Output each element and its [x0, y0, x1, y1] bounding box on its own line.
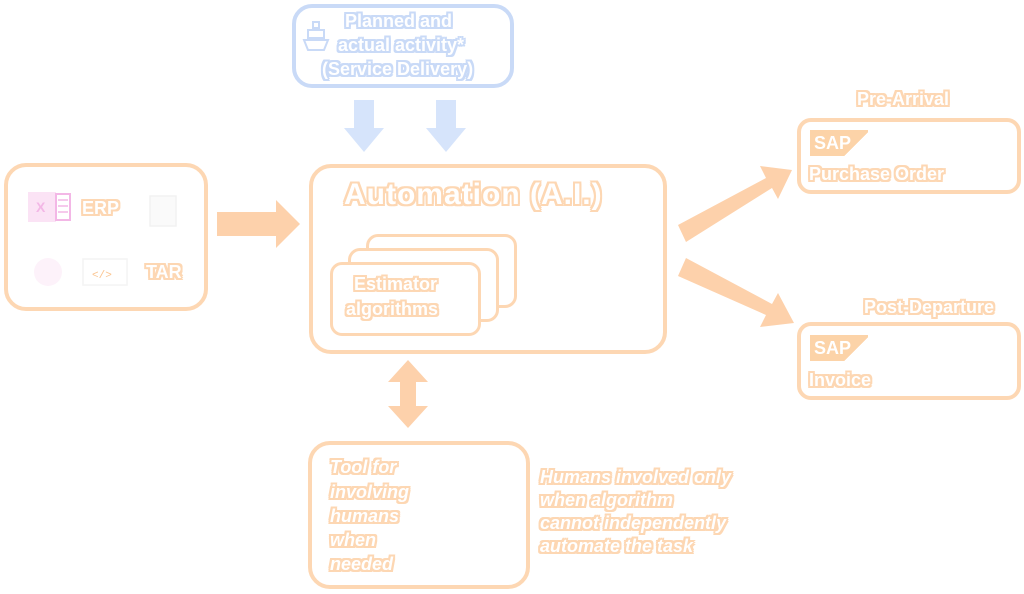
erp-label: ERP — [82, 198, 120, 218]
code-icon: </> — [82, 258, 128, 286]
human-tool-line-4: when — [330, 530, 377, 550]
down-arrow-left — [344, 100, 384, 152]
invoice-label: Invoice — [809, 370, 872, 390]
document-icon — [149, 195, 177, 227]
sap-logo-pre-arrival: SAP — [810, 130, 868, 156]
pre-arrival-arrow — [678, 166, 792, 242]
sap-logo-post-departure: SAP — [810, 335, 868, 361]
service-delivery-box — [292, 4, 514, 88]
human-tool-box — [308, 441, 530, 589]
human-tool-line-2: involving — [330, 482, 410, 502]
automation-title: Automation (A.I.) — [344, 178, 603, 211]
note-line-4: automate the task — [540, 536, 694, 556]
estimator-label-line-1: Estimator — [354, 274, 438, 294]
post-departure-heading: Post-Departure — [864, 297, 995, 317]
human-tool-line-5: needed — [330, 554, 394, 574]
svg-text:</>: </> — [92, 270, 112, 282]
estimator-label-line-2: algorithms — [346, 299, 439, 319]
svg-text:X: X — [36, 199, 46, 215]
excel-icon: X — [28, 192, 71, 222]
algorithm-card-front — [330, 262, 481, 336]
data-sources-box — [4, 163, 208, 311]
ship-icon — [302, 21, 330, 51]
human-tool-line-1: Tool for — [330, 457, 397, 477]
note-line-2: when algorithm — [540, 490, 674, 510]
pre-arrival-heading: Pre-Arrival — [857, 89, 950, 109]
sap-logo-pre-arrival-text: SAP — [814, 133, 852, 153]
down-arrow-right — [426, 100, 466, 152]
input-arrow — [217, 200, 300, 248]
sap-logo-post-departure-text: SAP — [814, 338, 852, 358]
note-line-3: cannot independently — [540, 513, 727, 533]
post-departure-arrow — [678, 258, 794, 327]
service-delivery-line-2: actual activity* — [338, 35, 465, 55]
purchase-order-label: Purchase Order — [809, 164, 945, 184]
note-line-1: Humans involved only — [540, 467, 732, 487]
service-delivery-line-3: (Service Delivery) — [322, 59, 474, 79]
service-delivery-line-1: Planned and — [345, 11, 453, 31]
tar-label: TAR — [146, 262, 182, 282]
database-icon — [34, 258, 62, 286]
human-tool-line-3: humans — [330, 506, 400, 526]
vertical-double-arrow — [388, 360, 428, 428]
